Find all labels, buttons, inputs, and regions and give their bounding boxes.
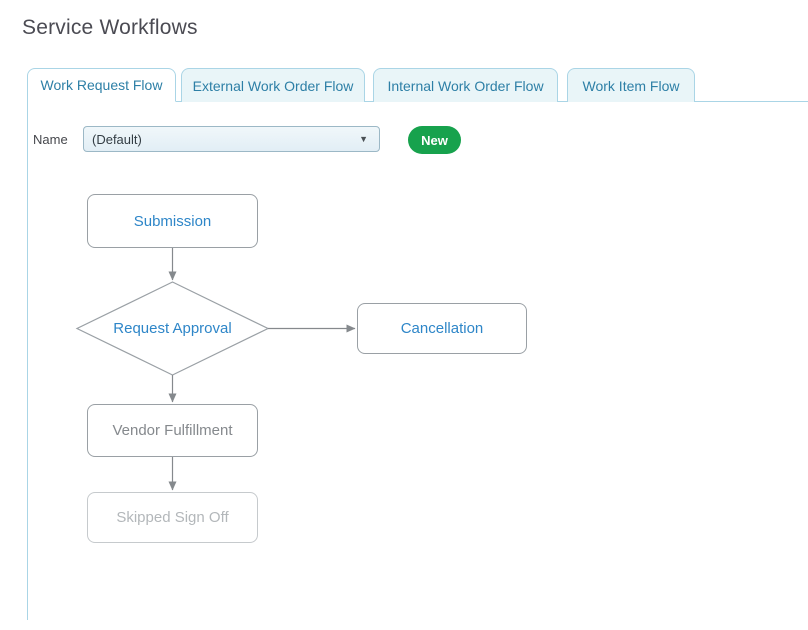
- tab-label: Work Request Flow: [40, 77, 163, 93]
- chevron-down-icon: ▼: [359, 134, 368, 144]
- node-label: Submission: [133, 212, 212, 230]
- node-label: Request Approval: [113, 320, 232, 337]
- node-label: Cancellation: [400, 320, 484, 337]
- tab-label: Internal Work Order Flow: [387, 77, 544, 94]
- tab-work-item-flow[interactable]: Work Item Flow: [567, 68, 695, 102]
- node-skipped-sign-off[interactable]: Skipped Sign Off: [87, 492, 258, 543]
- node-label: Skipped Sign Off: [116, 509, 229, 526]
- panel-left-border: [27, 101, 28, 620]
- page-title: Service Workflows: [22, 16, 198, 39]
- workflow-name-select[interactable]: (Default) ▼: [83, 126, 380, 152]
- node-label: Vendor Fulfillment: [112, 422, 233, 439]
- tab-label: Work Item Flow: [582, 77, 680, 94]
- tab-label: External Work Order Flow: [192, 77, 354, 94]
- new-button[interactable]: New: [408, 126, 461, 154]
- name-label: Name: [33, 132, 68, 147]
- tab-work-request-flow[interactable]: Work Request Flow: [27, 68, 176, 102]
- node-request-approval[interactable]: Request Approval: [77, 282, 268, 375]
- node-submission[interactable]: Submission: [87, 194, 258, 248]
- tab-external-work-order-flow[interactable]: External Work Order Flow: [181, 68, 365, 102]
- node-cancellation[interactable]: Cancellation: [357, 303, 527, 354]
- tab-internal-work-order-flow[interactable]: Internal Work Order Flow: [373, 68, 558, 102]
- node-vendor-fulfillment[interactable]: Vendor Fulfillment: [87, 404, 258, 457]
- tab-bar: Work Request Flow External Work Order Fl…: [27, 67, 808, 102]
- workflow-name-select-value: (Default): [92, 131, 142, 147]
